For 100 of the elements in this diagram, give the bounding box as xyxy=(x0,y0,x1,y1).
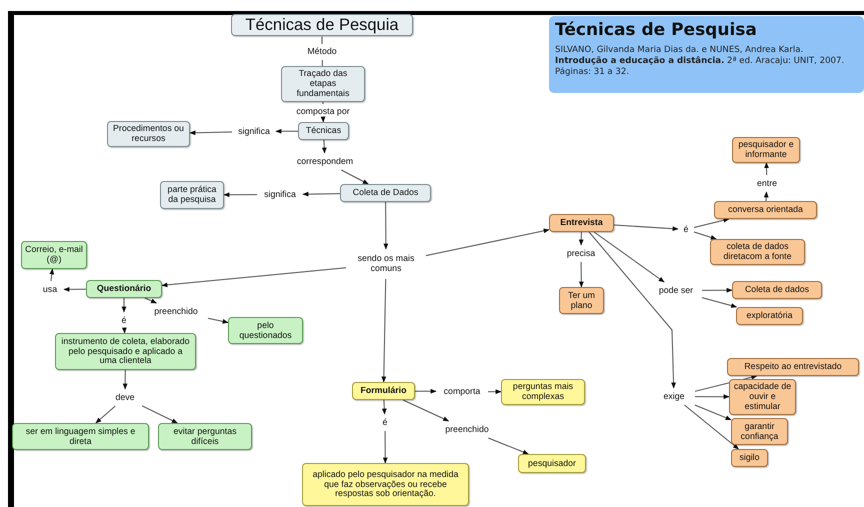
concept-box xyxy=(281,66,365,102)
concept-label: exploratória xyxy=(746,311,792,321)
arrow xyxy=(588,232,676,389)
arrow xyxy=(122,298,126,313)
concept-box xyxy=(518,454,586,473)
linking-phrase: usa xyxy=(38,283,62,296)
concept-box xyxy=(732,137,800,163)
concept-label: pesquisador xyxy=(528,458,576,468)
linking-phrase: é xyxy=(118,314,130,327)
arrow xyxy=(161,267,346,288)
concept-box xyxy=(352,382,415,400)
arrow xyxy=(694,404,732,420)
linking-phrase: comporta xyxy=(438,385,486,398)
arrow xyxy=(694,232,717,240)
linking-phrase: correspondem xyxy=(290,155,360,168)
arrow xyxy=(594,232,665,282)
concept-label: capacidade de ouvir e estimular xyxy=(733,382,792,412)
concept-label: Questionário xyxy=(96,284,152,294)
concept-label: coleta de dados diretacom a fonte xyxy=(722,242,792,262)
concept-label: perguntas mais complexas xyxy=(512,382,574,402)
concept-label: Entrevista xyxy=(560,218,603,228)
concept-label: Traçado das etapas fundamentais xyxy=(296,69,350,99)
arrow xyxy=(488,389,502,394)
arrow xyxy=(402,400,450,422)
arrow xyxy=(426,228,550,256)
concept-box xyxy=(86,280,162,298)
arrow xyxy=(144,298,157,304)
concept-label: Coleta de dados xyxy=(744,285,810,295)
concept-box xyxy=(55,333,196,370)
concept-box xyxy=(732,281,822,299)
linking-phrase: deve xyxy=(110,391,140,404)
arrow xyxy=(694,218,730,228)
concept-label: sigilo xyxy=(739,453,760,463)
concept-label: Respeito ao entrevistado xyxy=(744,362,842,372)
arrow xyxy=(702,297,738,308)
concept-label: evitar perguntas difíceis xyxy=(172,426,238,446)
linking-phrase: é xyxy=(680,223,692,236)
concept-box xyxy=(731,449,768,467)
arrow xyxy=(578,232,584,246)
linking-phrase: entre xyxy=(752,177,782,190)
connector-line xyxy=(322,60,323,66)
concept-box xyxy=(298,122,349,140)
title-box xyxy=(231,14,413,36)
arrow xyxy=(142,405,178,424)
arrow xyxy=(764,162,769,176)
linking-phrase: significa xyxy=(259,188,301,201)
arrow xyxy=(95,406,116,424)
arrow xyxy=(614,224,679,232)
concept-label: Coleta de Dados xyxy=(352,188,418,198)
linking-phrase: precisa xyxy=(561,247,601,260)
arrow xyxy=(223,192,258,198)
arrow xyxy=(684,404,739,450)
arrow xyxy=(189,130,232,136)
concept-label: parte prática da pesquisa xyxy=(166,185,218,205)
concept-label: pesquisador e informante xyxy=(737,140,795,160)
linking-phrase: significa xyxy=(234,125,274,138)
concept-label: garantir confiança xyxy=(740,422,780,442)
arrow xyxy=(275,128,298,134)
linking-phrase: é xyxy=(379,416,391,429)
linking-phrase: Método xyxy=(300,46,344,58)
concept-box xyxy=(228,317,303,344)
concept-box xyxy=(731,418,788,445)
linking-phrase: sendo os mais comuns xyxy=(348,251,424,277)
concept-box xyxy=(559,287,604,314)
arrow xyxy=(382,430,388,464)
concept-box xyxy=(158,423,252,450)
concept-box xyxy=(21,241,87,269)
concept-label: Formulário xyxy=(360,386,406,396)
concept-box xyxy=(736,307,803,325)
concept-box xyxy=(302,463,469,506)
arrow xyxy=(382,400,387,415)
concept-box xyxy=(727,358,859,376)
concept-label: Procedimentos ou recursos xyxy=(112,124,185,144)
concept-label: pelo questionados xyxy=(238,320,293,340)
citation-text: SILVANO, Gilvanda Maria Dias da. e NUNES, Andrea Karla. Introdução a educação a distância. 2ª ed. Aracaju: UNIT, 2007. Páginas: 31 a 32. xyxy=(555,45,846,78)
arrow xyxy=(383,202,388,250)
concept-label: Ter um plano xyxy=(567,290,596,310)
concept-box xyxy=(501,379,585,405)
reference-panel xyxy=(549,16,864,93)
arrow xyxy=(764,191,769,202)
arrow xyxy=(208,318,229,324)
concept-box xyxy=(160,181,224,209)
arrow xyxy=(122,370,128,390)
linking-phrase: preenchido xyxy=(437,423,497,436)
concept-label: instrumento de coleta, elaborado pelo pesquisado e aplicado a uma clientela xyxy=(60,336,191,366)
arrow xyxy=(49,268,54,282)
linking-phrase: composta por xyxy=(290,106,356,118)
concept-box xyxy=(714,201,817,219)
concept-label: ser em linguagem simples e direta xyxy=(24,426,136,446)
panel-title: Técnicas de Pesquisa xyxy=(555,21,758,40)
arrow xyxy=(122,327,127,334)
arrow xyxy=(702,288,733,293)
arrow xyxy=(381,278,386,383)
arrow xyxy=(488,438,529,454)
arrow xyxy=(63,286,86,292)
concept-box xyxy=(340,184,431,202)
concept-box xyxy=(710,239,805,265)
arrow xyxy=(340,170,369,184)
arrow xyxy=(578,262,584,288)
arrow xyxy=(694,394,730,400)
